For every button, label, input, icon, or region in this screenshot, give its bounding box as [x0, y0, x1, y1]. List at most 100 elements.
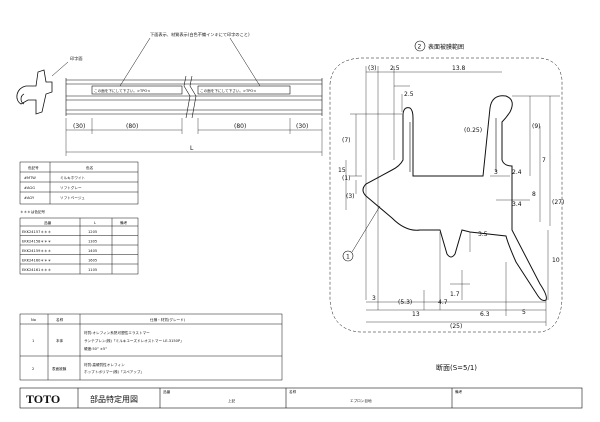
color-table: 色記号 色名 #MTW ミルキホワイト #AGG ソフトグレー #AGY ソフト…	[24, 165, 94, 200]
material-row1-spec-3: 硬度:50° ±5°	[84, 346, 107, 351]
part-table-header-remarks: 備考	[120, 220, 128, 225]
doc-title: 部品特定用図	[90, 394, 138, 404]
callout-circle-1	[342, 250, 354, 262]
callout-circle-2	[414, 40, 426, 52]
part-l-5: 1105	[88, 268, 97, 272]
remarks-label: 備考	[455, 389, 463, 394]
dim-v-3-5: 3.5	[478, 231, 488, 238]
part-l-2: 1305	[88, 240, 97, 244]
dim-h-3-4: 3.4	[512, 201, 522, 208]
dim-top-2-5: 2.5	[390, 65, 400, 72]
strip-dim-left-30: (30)	[73, 123, 85, 130]
material-row1-spec-2: サンテプレン(株)「ミルキユーズドレオストマー LE-3150P」	[84, 338, 184, 343]
material-header-spec: 仕様・材質(グレード)	[150, 317, 186, 322]
dim-top-13-8: 13.8	[452, 65, 466, 72]
seal-profile	[362, 95, 547, 301]
print-note-leader-2	[229, 37, 261, 87]
material-header-name: 名称	[56, 317, 64, 322]
dim-b-4-7: 4.7	[438, 299, 448, 306]
seal-lip-inner	[409, 118, 497, 172]
part-no-3: EKK24159＊＊＊	[22, 249, 52, 253]
dim-b-13: 13	[412, 311, 420, 318]
name-label: 名称	[289, 389, 297, 394]
part-no-5: EKK24161＊＊＊	[22, 268, 52, 272]
color-code-3: #AGY	[24, 196, 35, 200]
dim-v-10: 10	[552, 257, 560, 264]
coating-boundary	[329, 57, 563, 333]
dim-v-7: (7)	[342, 137, 351, 144]
strip-length-label: L	[190, 145, 194, 152]
coating-range-title: 2 表面被膜範囲	[414, 40, 464, 52]
color-name-2: ソフトグレー	[60, 185, 82, 190]
name-value: エプロン目地	[350, 398, 372, 403]
strip-dimension-lines	[65, 118, 323, 156]
dim-h-3: 3	[494, 169, 498, 176]
strip-dim-right-80: (80)	[234, 123, 246, 130]
color-code-2: #AGG	[24, 186, 35, 190]
part-table: 品番 L 備考 EKK24157＊＊＊ 1205 EKK24158＊＊＊ 130…	[22, 220, 128, 272]
dim-v-9: (9)	[532, 123, 541, 130]
toto-logo: TOTO	[26, 392, 60, 406]
material-row2-spec-2: ホップトポリマー(株)「スペアップ」	[84, 369, 144, 374]
material-row1-name: 本体	[56, 338, 64, 343]
dim-b-25: (25)	[450, 323, 462, 330]
dim-v-1: (1)	[342, 175, 351, 182]
color-table-header-name: 色名	[86, 165, 94, 170]
strip-dim-left-80: (80)	[126, 123, 138, 130]
color-table-grid	[19, 161, 139, 205]
dim-v-8: 8	[532, 191, 536, 198]
part-no-4: EKK24160＊＊＊	[22, 259, 52, 263]
dim-h-2-4: 2.4	[512, 169, 522, 176]
dim-b-3: 3	[372, 295, 376, 302]
part-l-3: 1405	[88, 249, 97, 253]
color-name-1: ミルキホワイト	[60, 175, 86, 180]
dim-top-3: (3)	[368, 65, 377, 72]
part-no-2: EKK24158＊＊＊	[22, 240, 52, 244]
material-table: No 名称 仕様・材質(グレード) 1 本体 材質:オレフィン系熱可塑性エラスト…	[31, 317, 186, 374]
dim-r-0-25: (0.25)	[464, 127, 482, 134]
print-note: 下面表示、材質表示(白色不織インキにて印字のこと)	[150, 31, 250, 38]
strip-dim-right-30: (30)	[296, 123, 308, 130]
material-row1-spec-1: 材質:オレフィン系熱可塑性エラストマー	[84, 330, 150, 335]
print-face-label: 印字面	[70, 55, 83, 62]
print-note-leader-1	[119, 37, 151, 87]
dim-v-1-7: 1.7	[450, 291, 460, 298]
material-row1-no: 1	[32, 339, 34, 343]
part-table-header-no: 品番	[44, 220, 52, 225]
profile-dimension-lines	[345, 66, 560, 326]
color-table-header-code: 色記号	[28, 165, 39, 170]
part-l-1: 1205	[88, 230, 97, 234]
material-header-no: No	[31, 318, 36, 322]
callout-2-number: 2	[418, 44, 422, 51]
strip-print-text-1: この面を下にして下さい。>TPO<	[94, 88, 150, 93]
material-row2-name: 表面被膜	[52, 366, 67, 371]
part-table-header-l: L	[94, 221, 96, 225]
section-scale-label: 断面(S=5/1)	[436, 363, 477, 372]
variant-note: ＊＊＊は色記号	[20, 209, 46, 214]
strip-print-text-2: この面を下にして下さい。>TPO<	[200, 88, 256, 93]
profile-thumbnail	[16, 69, 53, 115]
coating-range-label: 表面被膜範囲	[428, 43, 464, 51]
dim-b-5: 5	[522, 309, 526, 316]
callout-1-number: 1	[346, 254, 350, 261]
part-no-value: 上記	[228, 398, 236, 403]
part-no-1: EKK24157＊＊＊	[22, 230, 52, 234]
dim-b-6-3: 6.3	[480, 311, 490, 318]
title-block-grid	[19, 387, 583, 409]
color-code-1: #MTW	[24, 176, 36, 180]
profile-dimension-values: (3) 2.5 13.8 2.5 (0.25) (7) 15 (1) (3) 3…	[338, 65, 564, 330]
dim-v-15: 15	[338, 167, 346, 174]
color-name-3: ソフトベージュ	[60, 195, 85, 200]
part-l-4: 1605	[88, 259, 97, 263]
strip-plan	[65, 75, 323, 119]
part-no-label: 品番	[163, 389, 171, 394]
dim-v-2-5: 2.5	[404, 91, 414, 98]
dim-v-7b: 7	[542, 157, 546, 164]
dim-b-5-3: (5.3)	[398, 299, 412, 306]
dim-v-3: (3)	[346, 193, 355, 200]
material-row2-no: 2	[32, 367, 34, 371]
dim-v-27: (27)	[552, 199, 564, 206]
material-table-grid	[19, 313, 283, 381]
part-table-grid	[19, 217, 139, 275]
